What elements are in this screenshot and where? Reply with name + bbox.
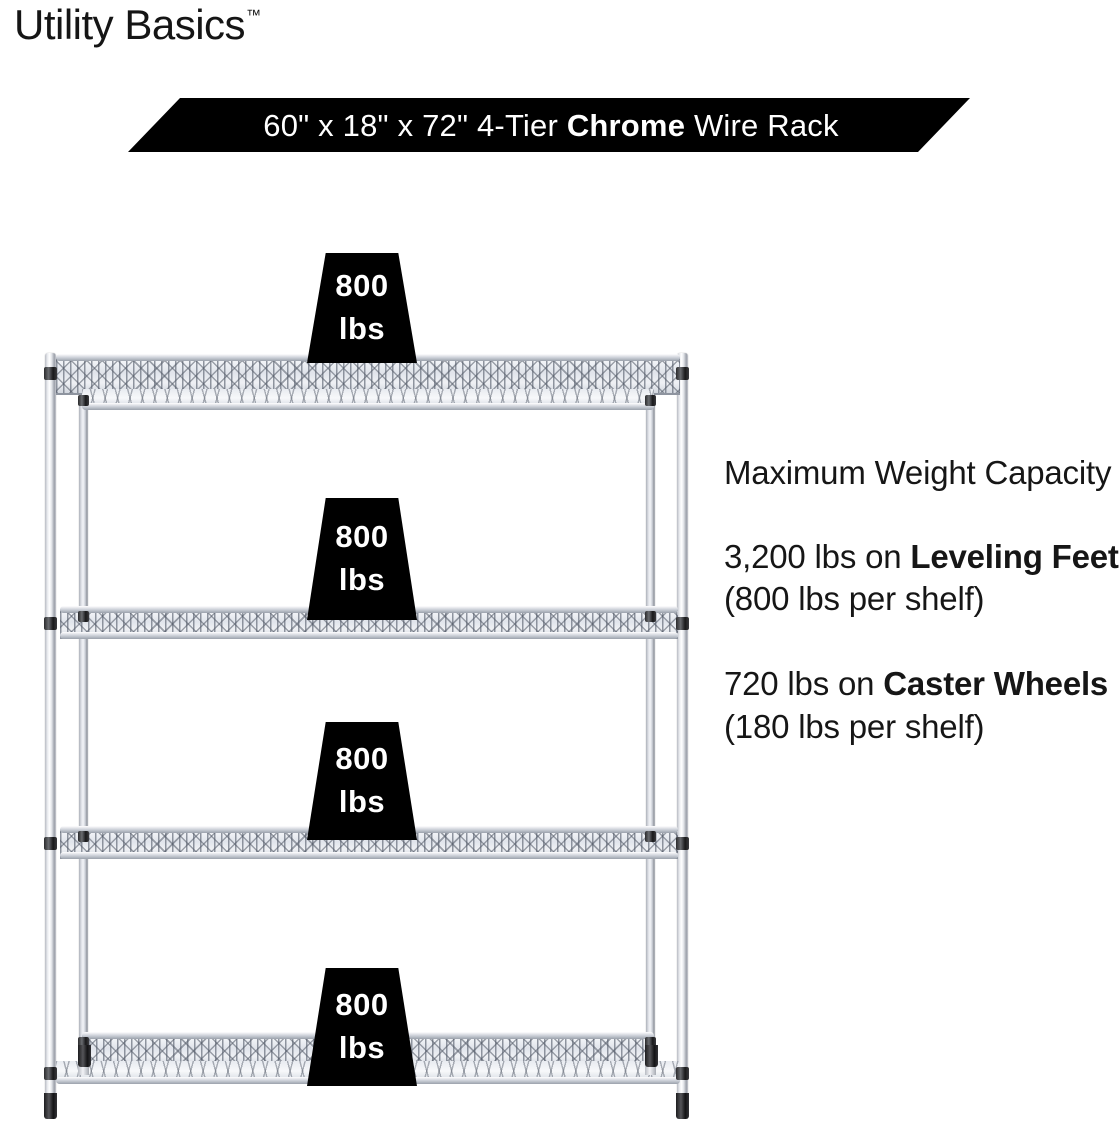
capacity-unit: lbs (338, 1030, 386, 1065)
leveling-lead: 3,200 lbs on (724, 537, 911, 575)
collar-back-left-4 (78, 1037, 89, 1048)
banner-suffix: Wire Rack (685, 107, 839, 143)
post-back-right (646, 369, 655, 1069)
collar-back-left-3 (78, 831, 89, 842)
banner-highlight: Chrome (566, 107, 686, 143)
collar-front-right-2 (676, 617, 689, 630)
caster-lead: 720 lbs on (724, 665, 884, 703)
post-front-right (677, 353, 688, 1095)
post-front-left (45, 353, 56, 1095)
collar-front-right-1 (676, 367, 689, 380)
collar-front-left-3 (44, 837, 57, 850)
banner-text: 60" x 18" x 72" 4-Tier Chrome Wire Rack (259, 110, 838, 141)
shelf-tier-1-apron (82, 389, 654, 410)
collar-front-left-1 (44, 367, 57, 380)
capacity-value: 800 (335, 987, 389, 1023)
brand-logo: Utility Basics™ (14, 1, 262, 48)
capacity-value: 800 (335, 268, 389, 304)
shelf-rail-lower (82, 403, 654, 410)
collar-front-left-4 (44, 1067, 57, 1080)
collar-front-right-3 (676, 837, 689, 850)
shelf-rail-lower (60, 852, 678, 859)
leveling-foot-back-right (645, 1045, 658, 1067)
collar-back-left-2 (78, 611, 89, 622)
capacity-callout-tier-2: 800 lbs (307, 498, 417, 620)
capacity-callout-tier-4: 800 lbs (307, 968, 417, 1086)
caster-bold: Caster Wheels (883, 665, 1109, 703)
collar-front-right-4 (676, 1067, 689, 1080)
leveling-tail: (800 lbs per shelf) (724, 580, 985, 618)
collar-back-right-2 (645, 611, 656, 622)
collar-back-right-1 (645, 395, 656, 406)
trademark-symbol: ™ (246, 7, 262, 24)
shelf-apron (82, 389, 654, 407)
leveling-bold: Leveling Feet (910, 537, 1119, 575)
capacity-callout-tier-1: 800 lbs (307, 253, 417, 363)
capacity-value: 800 (335, 519, 389, 555)
post-back-left (79, 369, 88, 1069)
capacity-unit: lbs (338, 562, 386, 597)
leveling-feet-capacity: 3,200 lbs on Leveling Feet (800 lbs per … (724, 536, 1120, 622)
caster-tail: (180 lbs per shelf) (724, 708, 985, 746)
collar-front-left-2 (44, 617, 57, 630)
capacity-unit: lbs (338, 311, 386, 346)
capacity-unit: lbs (338, 784, 386, 819)
brand-name: Utility Basics (14, 1, 246, 48)
foot-stem-back-right (645, 1063, 656, 1075)
leveling-foot-front-right (676, 1093, 689, 1119)
capacity-heading: Maximum Weight Capacity (724, 454, 1112, 491)
collar-back-right-3 (645, 831, 656, 842)
collar-back-left-1 (78, 395, 89, 406)
leveling-foot-back-left (78, 1045, 91, 1067)
shelf-rail-lower (60, 632, 678, 639)
banner-dimensions: 60" x 18" x 72" 4-Tier (263, 107, 567, 143)
caster-wheels-capacity: 720 lbs on Caster Wheels (180 lbs per sh… (724, 663, 1120, 749)
collar-back-right-4 (645, 1037, 656, 1048)
capacity-callout-tier-3: 800 lbs (307, 722, 417, 840)
foot-stem-back-left (78, 1063, 89, 1075)
product-title-banner: 60" x 18" x 72" 4-Tier Chrome Wire Rack (128, 98, 970, 152)
capacity-copy-block: Maximum Weight Capacity 3,200 lbs on Lev… (724, 452, 1120, 749)
capacity-value: 800 (335, 741, 389, 777)
leveling-foot-front-left (44, 1093, 57, 1119)
